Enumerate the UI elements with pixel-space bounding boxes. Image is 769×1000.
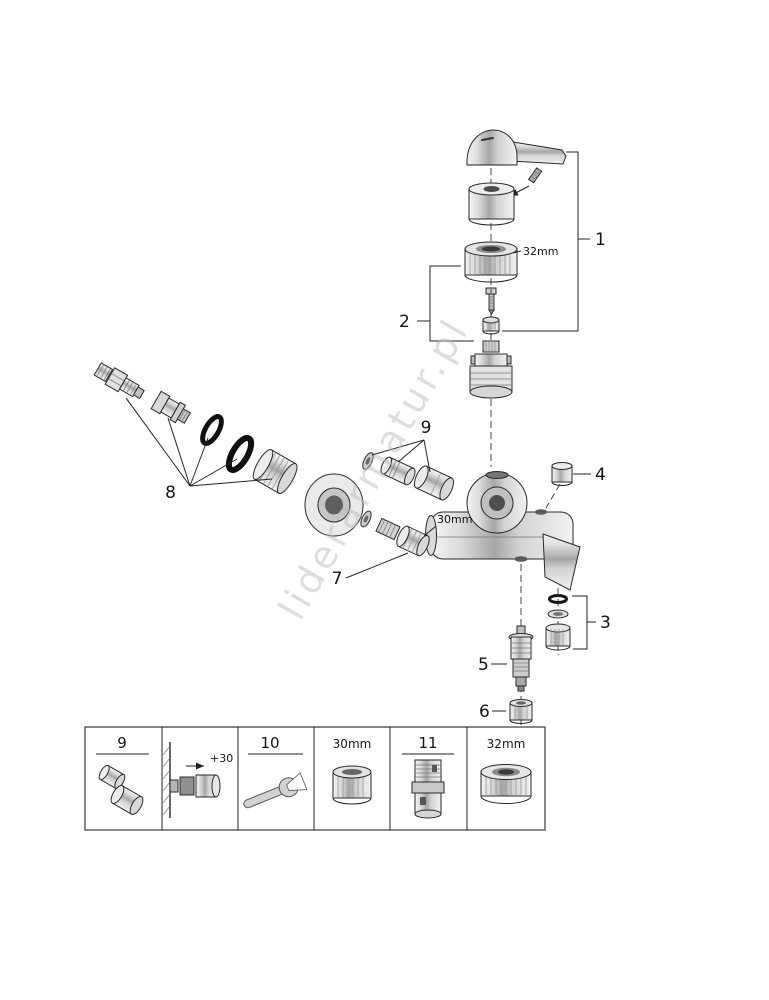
nut-part6 xyxy=(509,699,533,724)
washer-7 xyxy=(360,510,372,528)
callout-1: 1 xyxy=(595,230,606,250)
callout-7-leader xyxy=(345,552,409,579)
connector-set-9 xyxy=(362,452,454,501)
callout-bracket-2 xyxy=(417,265,474,342)
table-cell-11-label: 11 xyxy=(418,734,437,752)
table-cell-10-label: 10 xyxy=(260,734,279,752)
callout-9: 9 xyxy=(421,418,432,438)
dim-30mm-label: 30mm xyxy=(437,513,472,526)
diverter-hole xyxy=(535,509,547,515)
table-cell-10: 10 xyxy=(243,734,308,809)
dim-30mm-leader xyxy=(423,525,437,537)
oring-1 xyxy=(200,414,224,446)
table-9-part-small xyxy=(98,764,126,790)
extension-part xyxy=(411,759,445,819)
plug-axis-dashed xyxy=(545,483,561,509)
offset-label: +30 xyxy=(210,752,233,765)
wall-fitting xyxy=(169,779,179,793)
wrench-icon xyxy=(243,772,308,809)
diverter-part5 xyxy=(508,625,534,692)
faucet-body xyxy=(425,471,581,591)
washer-9 xyxy=(362,452,374,470)
parts-table: 9 +30 xyxy=(84,726,546,831)
washer-part3 xyxy=(547,609,569,619)
table-30mm-label: 30mm xyxy=(333,737,372,751)
lever-handle xyxy=(466,129,567,166)
dim-32mm-label: 32mm xyxy=(523,245,558,258)
callout-5: 5 xyxy=(478,655,489,675)
callout-9-leaders xyxy=(371,439,431,473)
threaded-ring-32mm xyxy=(464,241,518,283)
spout xyxy=(542,533,581,591)
adapter-9 xyxy=(380,456,416,486)
handle-cap-sleeve xyxy=(468,182,515,226)
oring-2 xyxy=(225,434,255,474)
callout-7: 7 xyxy=(332,569,343,589)
fixing-screw xyxy=(485,287,497,315)
table-32mm-label: 32mm xyxy=(487,737,526,751)
callout-3: 3 xyxy=(600,613,611,633)
set-screw xyxy=(527,167,543,184)
cartridge xyxy=(469,340,513,399)
thread-adapter-7 xyxy=(375,517,401,541)
oring-part3 xyxy=(548,594,568,604)
callout-bracket-1 xyxy=(502,151,590,332)
fixing-nut xyxy=(482,316,500,335)
table-cell-32mm: 32mm xyxy=(480,737,532,804)
table-cell-9: 9 xyxy=(96,734,149,815)
union-nut xyxy=(252,449,298,494)
s-union-adapter xyxy=(150,390,192,424)
table-cell-offset: +30 xyxy=(162,742,233,818)
table-cell-11: 11 xyxy=(402,734,454,819)
callout-8: 8 xyxy=(165,483,176,503)
offset-adapter xyxy=(179,776,195,796)
callout-bracket-3 xyxy=(572,595,596,650)
callout-8-leaders xyxy=(125,397,273,487)
s-union-nipple xyxy=(93,362,145,400)
union-set-7 xyxy=(360,510,430,557)
nut-30mm xyxy=(396,525,430,557)
table-cell-30mm: 30mm xyxy=(332,737,372,805)
nut-part3 xyxy=(545,623,571,651)
wall-hatch xyxy=(162,745,171,816)
watermark-text: liderarmatur.pl xyxy=(270,310,478,627)
plug-part4 xyxy=(551,462,573,486)
callout-4: 4 xyxy=(595,465,606,485)
escutcheon xyxy=(304,473,364,537)
table-9-part-large xyxy=(110,785,144,815)
connector-9 xyxy=(414,465,454,501)
bottom-hole xyxy=(514,556,528,562)
body-dome xyxy=(466,471,528,534)
table-cell-9-label: 9 xyxy=(117,734,127,752)
dim-32mm-leader xyxy=(512,250,522,254)
callout-6: 6 xyxy=(479,702,490,722)
callout-2: 2 xyxy=(399,312,410,332)
